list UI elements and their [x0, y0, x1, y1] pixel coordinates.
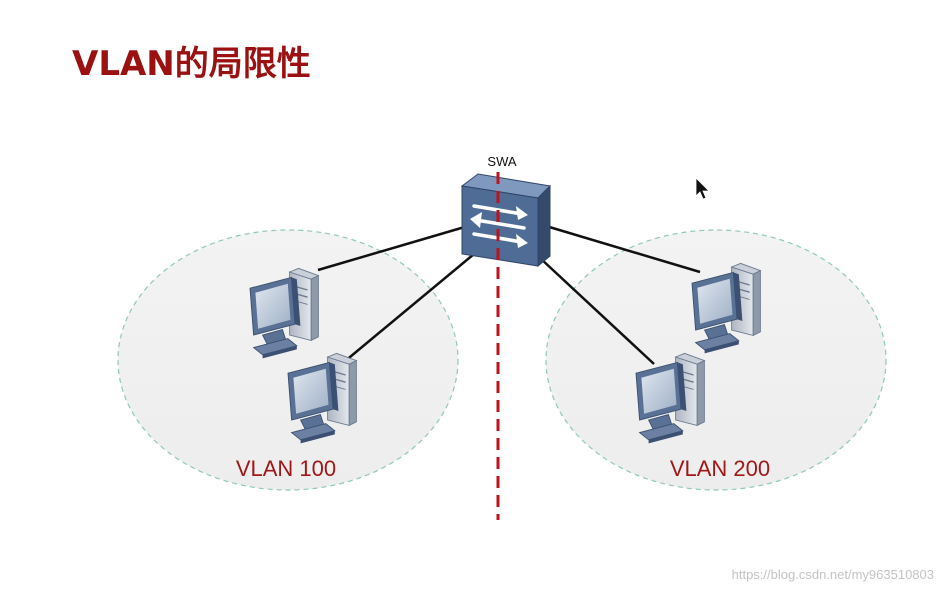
vlan-200-label: VLAN 200 — [670, 456, 770, 481]
mouse-cursor-icon — [695, 177, 710, 200]
link-swa-pc1 — [317, 224, 469, 272]
link-swa-pc3 — [545, 224, 701, 274]
switch-label: SWA — [487, 154, 516, 169]
watermark-url: https://blog.csdn.net/my963510803 — [731, 567, 934, 582]
link-swa-pc4 — [539, 257, 655, 365]
slide-title: VLAN的局限性 — [72, 44, 311, 84]
vlan-100-zone — [117, 229, 459, 491]
link-swa-pc2 — [343, 253, 475, 363]
vlan-100-label: VLAN 100 — [236, 456, 336, 481]
switch-icon — [460, 173, 552, 268]
vlan-200-zone — [545, 229, 887, 491]
network-links — [317, 224, 701, 365]
